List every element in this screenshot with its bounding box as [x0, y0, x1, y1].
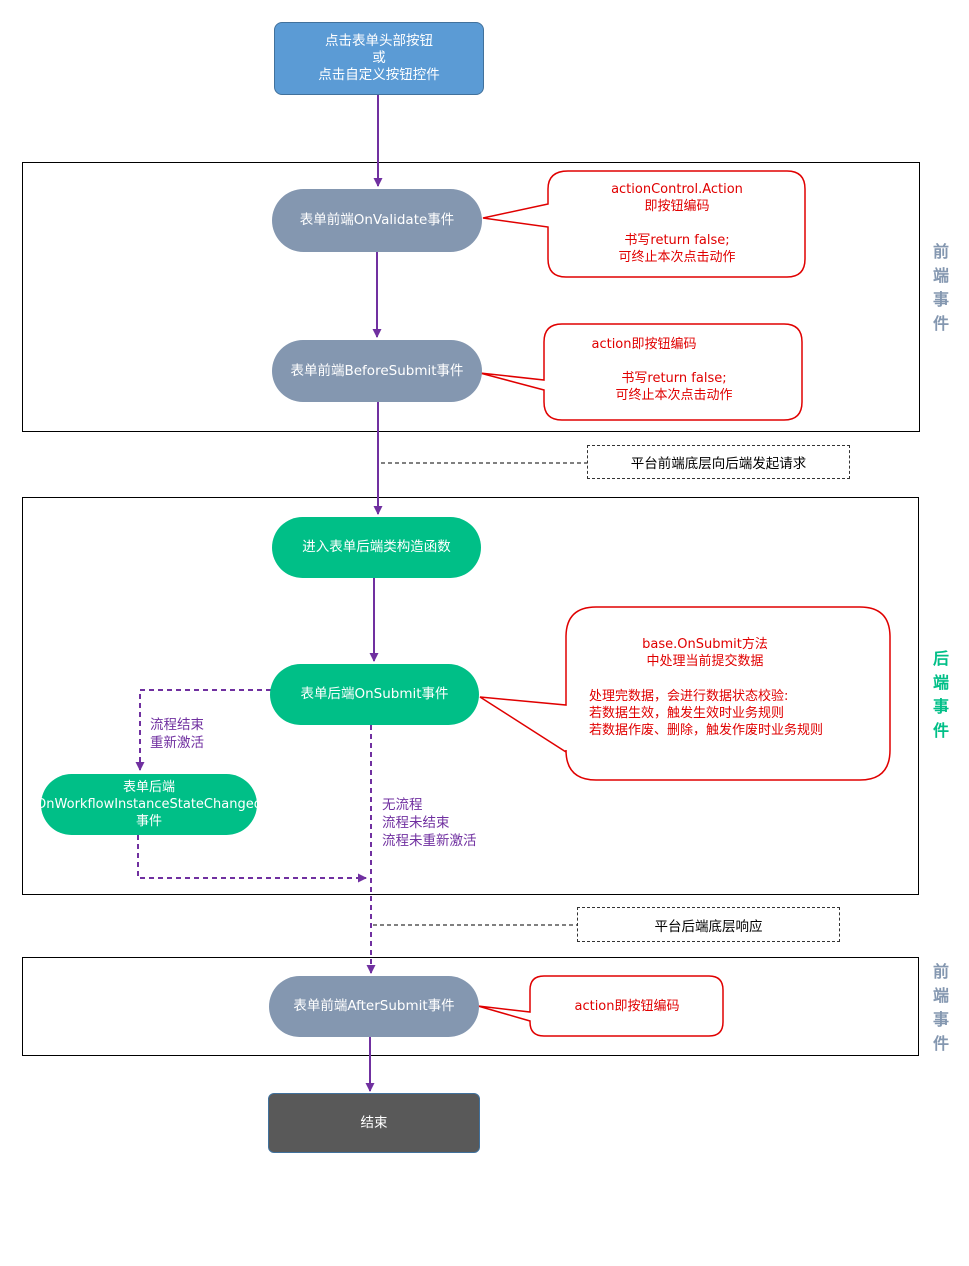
- constructor-label: 进入表单后端类构造函数: [302, 539, 451, 555]
- note-validate-line-3: ​: [552, 215, 802, 232]
- note-validate: [482, 170, 806, 278]
- side-char: 端: [932, 986, 949, 1005]
- frontend-section-top: [22, 162, 920, 432]
- note-before: [479, 323, 803, 421]
- side-char: 件: [932, 721, 949, 740]
- no-workflow-label: 无流程 流程未结束 流程未重新激活: [382, 796, 477, 850]
- after-submit-node: 表单前端AfterSubmit事件: [269, 976, 479, 1037]
- side-char: 前: [932, 962, 949, 981]
- no-workflow-line-3: 流程未重新激活: [382, 833, 477, 849]
- frontend-section-bottom: [22, 957, 919, 1056]
- no-workflow-line-1: 无流程: [382, 797, 423, 813]
- request-annotation-text: 平台前端底层向后端发起请求: [630, 456, 807, 472]
- note-submit-line-2: 中处理当前提交数据: [646, 654, 764, 669]
- note-submit: [479, 606, 891, 781]
- after-submit-label: 表单前端AfterSubmit事件: [293, 998, 455, 1014]
- note-before-line-2: ​: [548, 353, 800, 370]
- start-line-3: 点击自定义按钮控件: [318, 67, 440, 83]
- workflow-line-1: 表单后端: [122, 780, 175, 795]
- no-workflow-line-2: 流程未结束: [382, 815, 450, 831]
- note-submit-line-4: 若数据生效，触发生效时业务规则: [589, 706, 785, 721]
- workflow-changed-node: 表单后端 OnWorkflowInstanceStateChanged 事件: [36, 774, 262, 835]
- note-validate-line-5: 可终止本次点击动作: [618, 250, 736, 265]
- on-submit-label: 表单后端OnSubmit事件: [300, 686, 449, 702]
- workflow-line-3: 事件: [135, 814, 162, 829]
- note-submit-line-5: 若数据作废、删除，触发作废时业务规则: [589, 723, 824, 738]
- on-submit-node: 表单后端OnSubmit事件: [270, 664, 479, 725]
- end-node: 结束: [268, 1093, 480, 1153]
- start-line-1: 点击表单头部按钮: [325, 33, 433, 49]
- start-line-2: 或: [372, 50, 386, 66]
- note-validate-text: actionControl.Action 即按钮编码 ​ 书写return fa…: [552, 181, 802, 266]
- note-before-line-3: 书写return false;: [621, 371, 727, 386]
- request-annotation: 平台前端底层向后端发起请求: [587, 445, 850, 479]
- before-submit-node: 表单前端BeforeSubmit事件: [272, 340, 482, 402]
- side-char: 端: [932, 266, 949, 285]
- side-char: 事: [932, 1010, 949, 1029]
- dashed-workflow-return: [137, 835, 367, 883]
- side-char: 事: [932, 290, 949, 309]
- note-submit-line-3: 处理完数据，会进行数据状态校验:: [589, 689, 789, 704]
- workflow-branch-label: 流程结束 重新激活: [150, 716, 204, 752]
- on-validate-label: 表单前端OnValidate事件: [299, 212, 455, 228]
- side-label-frontend-top: 前 端 事 件: [930, 240, 952, 336]
- side-char: 端: [932, 673, 949, 692]
- note-after-text: action即按钮编码: [534, 998, 720, 1015]
- side-label-backend: 后 端 事 件: [930, 647, 952, 743]
- side-char: 前: [932, 242, 949, 261]
- note-before-text: action即按钮编码 ​ 书写return false; 可终止本次点击动作: [548, 336, 800, 404]
- note-before-line-1: action即按钮编码: [591, 337, 697, 352]
- side-char: 事: [932, 697, 949, 716]
- side-char: 后: [932, 649, 949, 668]
- side-char: 件: [932, 314, 949, 333]
- workflow-branch-line-2: 重新激活: [150, 735, 204, 751]
- start-node: 点击表单头部按钮 或 点击自定义按钮控件: [274, 22, 484, 95]
- note-submit-line-1: base.OnSubmit方法: [642, 637, 768, 652]
- constructor-node: 进入表单后端类构造函数: [272, 517, 481, 578]
- side-char: 件: [932, 1034, 949, 1053]
- response-annotation-text: 平台后端底层响应: [654, 918, 763, 935]
- side-label-frontend-bottom: 前 端 事 件: [930, 960, 952, 1056]
- backend-section: [22, 497, 919, 895]
- note-validate-line-1: actionControl.Action: [611, 182, 743, 197]
- dashed-branch-to-workflow: [135, 689, 271, 771]
- note-validate-line-4: 书写return false;: [624, 233, 730, 248]
- response-annotation: 平台后端底层响应: [577, 907, 840, 942]
- on-validate-node: 表单前端OnValidate事件: [272, 189, 482, 252]
- note-submit-bottom-text: 处理完数据，会进行数据状态校验: 若数据生效，触发生效时业务规则 若数据作废、删…: [589, 688, 884, 739]
- before-submit-label: 表单前端BeforeSubmit事件: [290, 362, 464, 379]
- note-before-line-4: 可终止本次点击动作: [615, 388, 733, 403]
- note-validate-line-2: 即按钮编码: [644, 199, 710, 214]
- workflow-branch-line-1: 流程结束: [150, 717, 204, 733]
- end-label: 结束: [360, 1114, 388, 1131]
- note-after: [477, 975, 724, 1037]
- note-submit-top-text: base.OnSubmit方法 中处理当前提交数据: [580, 636, 830, 670]
- note-after-line-1: action即按钮编码: [574, 999, 680, 1014]
- workflow-line-2: OnWorkflowInstanceStateChanged: [36, 797, 262, 812]
